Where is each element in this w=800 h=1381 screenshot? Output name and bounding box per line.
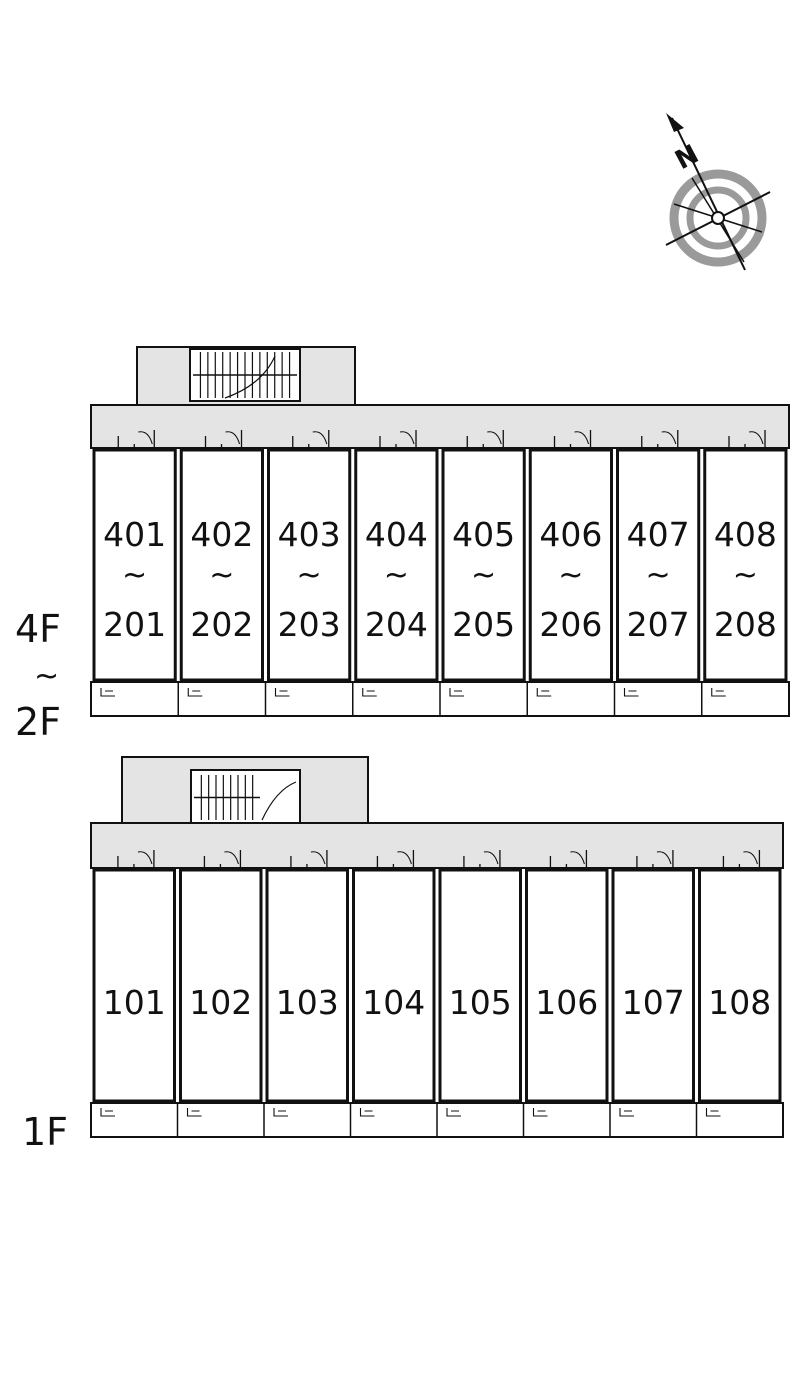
- upper-block: 401 ~201 402 ~202 403 ~203 404 ~204 405 ~205 406 ~2…: [90, 346, 790, 717]
- unit-number-bottom: 205: [452, 605, 515, 644]
- balcony-window-icon: [623, 688, 639, 697]
- unit-number-top: 401: [103, 515, 166, 554]
- compass-rose-icon: N: [665, 113, 771, 271]
- unit-room: 404 ~204: [354, 448, 439, 682]
- unit-number-top: 404: [365, 515, 428, 554]
- entrance-door-icon: [376, 850, 415, 871]
- entrance-door-icon: [204, 430, 243, 451]
- unit-room: 103: [265, 868, 349, 1103]
- unit-number: 104: [362, 983, 425, 1022]
- staircase-lower: [190, 769, 301, 825]
- entrance-door-icon: [728, 430, 766, 451]
- balcony-window-icon: [449, 688, 464, 697]
- unit-number-bottom: 204: [365, 605, 428, 644]
- unit-number-separator: ~: [209, 558, 234, 593]
- lower-block: 101 102 103 104 105 106 107 108: [90, 756, 784, 1138]
- unit-number: 107: [622, 983, 685, 1022]
- unit-room: 102: [179, 868, 263, 1103]
- unit-number-separator: ~: [471, 558, 496, 593]
- floor-label-separator: ~: [34, 659, 59, 694]
- unit-number-bottom: 202: [190, 605, 253, 644]
- balcony-window-icon: [100, 688, 115, 697]
- unit-number-separator: ~: [122, 558, 147, 593]
- unit-room: 408 ~208: [703, 448, 788, 682]
- balcony-window-icon: [705, 1108, 721, 1117]
- unit-room: 107: [611, 868, 695, 1103]
- balcony-window-icon: [273, 1108, 288, 1117]
- balcony-window-icon: [711, 688, 726, 697]
- unit-number: 108: [708, 983, 771, 1022]
- unit-number-bottom: 208: [714, 605, 777, 644]
- unit-room: 405 ~205: [441, 448, 526, 682]
- unit-number-separator: ~: [646, 558, 671, 593]
- entrance-door-icon: [117, 430, 155, 451]
- unit-number: 102: [189, 983, 252, 1022]
- balcony-window-icon: [186, 1108, 202, 1117]
- unit-number-top: 403: [278, 515, 341, 554]
- unit-room: 407 ~207: [616, 448, 701, 682]
- unit-number-bottom: 206: [539, 605, 602, 644]
- unit-room: 108: [698, 868, 782, 1103]
- compass-north-label: N: [670, 139, 703, 176]
- unit-number-separator: ~: [558, 558, 583, 593]
- unit-number-top: 407: [627, 515, 690, 554]
- unit-number-top: 406: [539, 515, 602, 554]
- unit-number-top: 405: [452, 515, 515, 554]
- unit-number: 106: [535, 983, 598, 1022]
- unit-number-bottom: 207: [627, 605, 690, 644]
- balcony-window-icon: [187, 688, 203, 697]
- balcony-window-icon: [359, 1108, 375, 1117]
- unit-number-top: 408: [714, 515, 777, 554]
- unit-number-top: 402: [190, 515, 253, 554]
- unit-number-separator: ~: [297, 558, 322, 593]
- floor-label-2f: 2F: [15, 700, 61, 744]
- unit-number-separator: ~: [733, 558, 758, 593]
- balcony-window-icon: [446, 1108, 461, 1117]
- balcony-window-icon: [362, 688, 377, 697]
- unit-room: 101: [92, 868, 176, 1103]
- floor-label-1f: 1F: [22, 1110, 68, 1154]
- unit-number: 105: [449, 983, 512, 1022]
- unit-room: 402 ~202: [179, 448, 264, 682]
- balcony-window-icon: [532, 1108, 548, 1117]
- unit-room: 105: [438, 868, 522, 1103]
- unit-number-bottom: 203: [278, 605, 341, 644]
- entrance-door-icon: [466, 430, 504, 451]
- balcony-window-icon: [536, 688, 552, 697]
- balcony-window-icon: [100, 1108, 115, 1117]
- entrance-door-icon: [553, 430, 592, 451]
- unit-room: 401 ~201: [92, 448, 177, 682]
- unit-room: 104: [352, 868, 436, 1103]
- upper-floor-labels: 4F ~ 2F: [15, 607, 61, 744]
- entrance-door-icon: [379, 430, 417, 451]
- entrance-door-icon: [549, 850, 588, 871]
- entrance-door-icon: [290, 850, 328, 871]
- unit-number-separator: ~: [384, 558, 409, 593]
- north-arrow-icon: [666, 113, 684, 132]
- entrance-door-icon: [117, 850, 155, 871]
- unit-room: 406 ~206: [528, 448, 613, 682]
- entrance-door-icon: [641, 430, 679, 451]
- entrance-door-icon: [636, 850, 674, 871]
- balcony-window-icon: [274, 688, 290, 697]
- entrance-door-icon: [722, 850, 761, 871]
- unit-number: 101: [103, 983, 166, 1022]
- unit-number-bottom: 201: [103, 605, 166, 644]
- unit-number: 103: [276, 983, 339, 1022]
- staircase-upper: [189, 348, 301, 402]
- unit-room: 403 ~203: [267, 448, 352, 682]
- floor-label-4f: 4F: [15, 607, 61, 651]
- balcony-window-icon: [619, 1108, 634, 1117]
- entrance-door-icon: [203, 850, 242, 871]
- entrance-door-icon: [292, 430, 330, 451]
- entrance-door-icon: [463, 850, 501, 871]
- unit-room: 106: [525, 868, 609, 1103]
